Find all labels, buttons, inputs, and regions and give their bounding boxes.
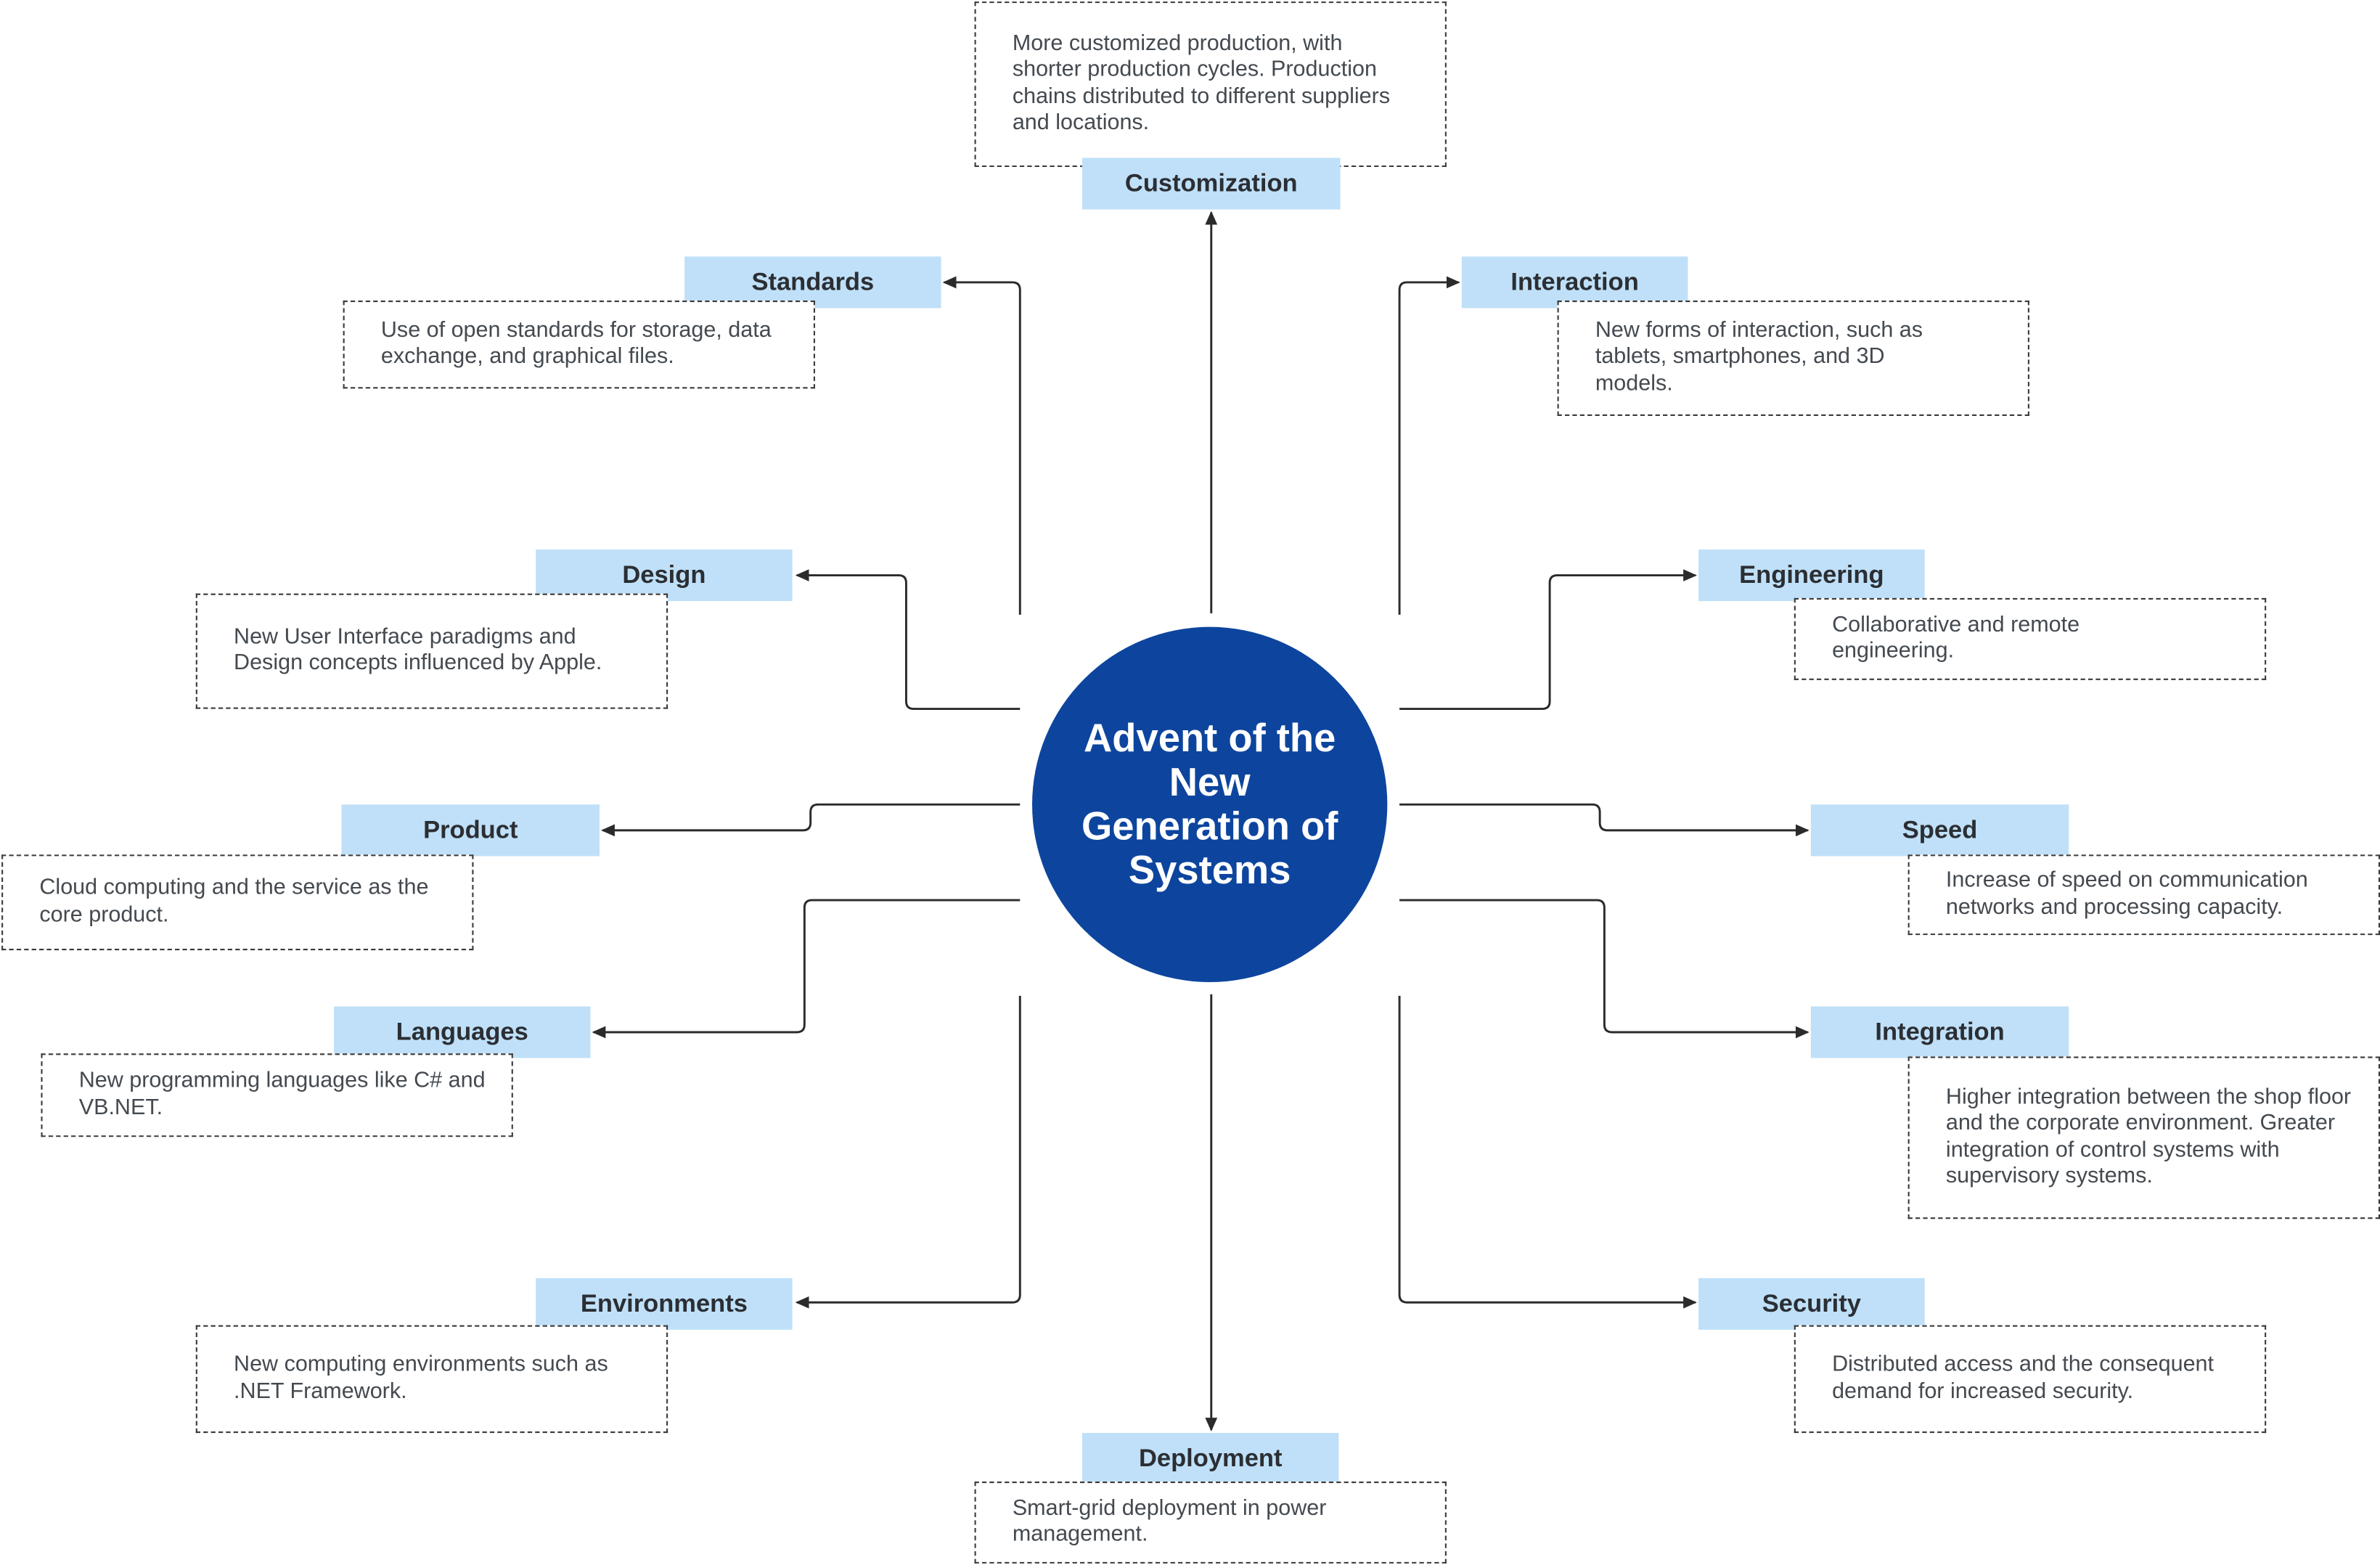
connector-security: [1398, 995, 1697, 1309]
description-box-customization: More customized production, with shorter…: [974, 1, 1447, 168]
description-deployment: Smart-grid deployment in power managemen…: [1012, 1496, 1327, 1547]
description-box-interaction: New forms of interaction, such as tablet…: [1557, 301, 2029, 416]
connector-interaction: [1398, 276, 1460, 615]
central-topic-title: Advent of the New Generation of Systems: [1081, 714, 1338, 893]
connector-standards: [942, 276, 1021, 615]
topic-standards: Standards: [684, 256, 941, 308]
description-box-engineering: Collaborative and remote engineering.: [1794, 597, 2267, 680]
topic-integration: Integration: [1810, 1006, 2069, 1058]
description-box-languages: New programming languages like C# and VB…: [41, 1053, 513, 1137]
connector-speed: [1399, 803, 1809, 837]
description-box-product: Cloud computing and the service as the c…: [1, 854, 474, 951]
description-product: Cloud computing and the service as the c…: [39, 876, 429, 927]
description-interaction: New forms of interaction, such as tablet…: [1595, 319, 1923, 396]
topic-languages: Languages: [334, 1006, 591, 1058]
description-box-speed: Increase of speed on communication netwo…: [1907, 854, 2380, 936]
topic-design: Design: [536, 549, 793, 602]
description-security: Distributed access and the consequent de…: [1832, 1352, 2215, 1404]
description-speed: Increase of speed on communication netwo…: [1945, 868, 2308, 920]
topic-environments: Environments: [536, 1278, 793, 1330]
connector-design: [795, 569, 1021, 711]
topic-product: Product: [341, 804, 600, 857]
description-customization: More customized production, with shorter…: [1012, 32, 1391, 135]
description-languages: New programming languages like C# and VB…: [78, 1068, 486, 1120]
description-environments: New computing environments such as .NET …: [234, 1352, 608, 1404]
description-standards: Use of open standards for storage, data …: [380, 318, 772, 369]
topic-engineering: Engineering: [1698, 549, 1925, 602]
connector-languages: [592, 899, 1021, 1039]
description-box-environments: New computing environments such as .NET …: [195, 1325, 668, 1434]
description-box-deployment: Smart-grid deployment in power managemen…: [974, 1482, 1447, 1564]
description-design: New User Interface paradigms and Design …: [234, 625, 602, 676]
connector-product: [601, 803, 1021, 837]
description-box-design: New User Interface paradigms and Design …: [195, 593, 668, 709]
topic-interaction: Interaction: [1461, 256, 1688, 308]
description-box-standards: Use of open standards for storage, data …: [343, 301, 815, 389]
connector-environments: [795, 995, 1021, 1309]
description-box-security: Distributed access and the consequent de…: [1794, 1325, 2267, 1434]
connector-integration: [1399, 899, 1809, 1039]
topic-security: Security: [1698, 1278, 1925, 1330]
central-topic: Advent of the New Generation of Systems: [1032, 626, 1388, 983]
description-integration: Higher integration between the shop floo…: [1945, 1085, 2352, 1188]
topic-deployment: Deployment: [1082, 1433, 1339, 1485]
description-engineering: Collaborative and remote engineering.: [1832, 613, 2080, 663]
topic-speed: Speed: [1810, 804, 2069, 857]
connector-engineering: [1399, 569, 1697, 711]
topic-customization: Customization: [1082, 158, 1341, 210]
description-box-integration: Higher integration between the shop floo…: [1907, 1056, 2380, 1219]
